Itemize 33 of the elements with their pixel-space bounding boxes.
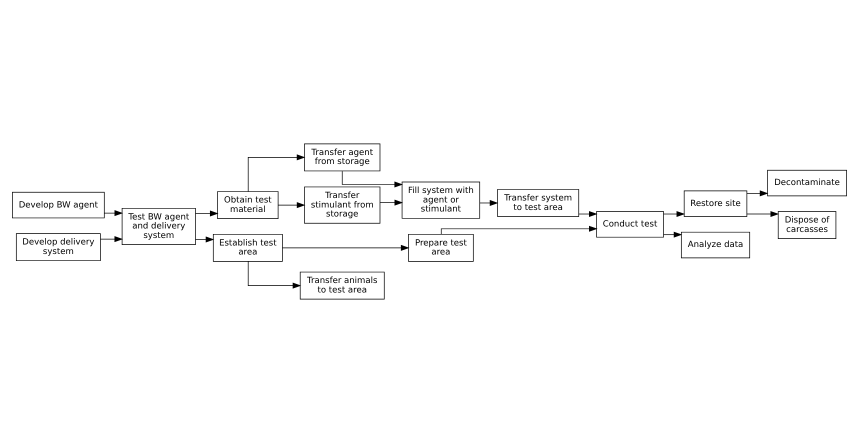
- arrow: [480, 199, 498, 206]
- arrow: [195, 210, 218, 216]
- arrow: [663, 210, 686, 217]
- node-box: Conduct test: [596, 210, 664, 238]
- arrow: [195, 236, 214, 242]
- arrow: [663, 231, 682, 238]
- arrow: [104, 210, 124, 216]
- node-box: Decontaminate: [767, 169, 847, 196]
- arrow: [380, 199, 404, 206]
- node-box: Prepare test area: [408, 233, 474, 262]
- node-box: Fill system with agent or stimulant: [402, 181, 480, 218]
- arrow: [578, 210, 598, 217]
- node-box: Transfer stimulant from storage: [304, 186, 380, 224]
- node-box: Restore site: [684, 190, 748, 216]
- arrow: [248, 260, 302, 288]
- arrow: [746, 190, 768, 196]
- arrow: [100, 236, 124, 242]
- node-box: Analyze data: [680, 231, 750, 258]
- arrow: [342, 170, 403, 187]
- arrow: [440, 225, 598, 234]
- arrow: [248, 154, 306, 192]
- node-box: Obtain test material: [217, 190, 278, 218]
- node-box: Transfer system to test area: [497, 188, 580, 216]
- node-box: Test BW agent and delivery system: [122, 207, 196, 244]
- node-box: Develop BW agent: [12, 191, 105, 218]
- node-box: Establish test area: [212, 233, 283, 262]
- arrow: [746, 210, 780, 217]
- node-box: Transfer animals to test area: [300, 271, 385, 299]
- arrow: [278, 202, 306, 208]
- node-box: Dispose of carcasses: [778, 210, 836, 238]
- arrow: [282, 244, 410, 250]
- node-box: Transfer agent from storage: [304, 143, 380, 171]
- node-box: Develop delivery system: [16, 232, 101, 261]
